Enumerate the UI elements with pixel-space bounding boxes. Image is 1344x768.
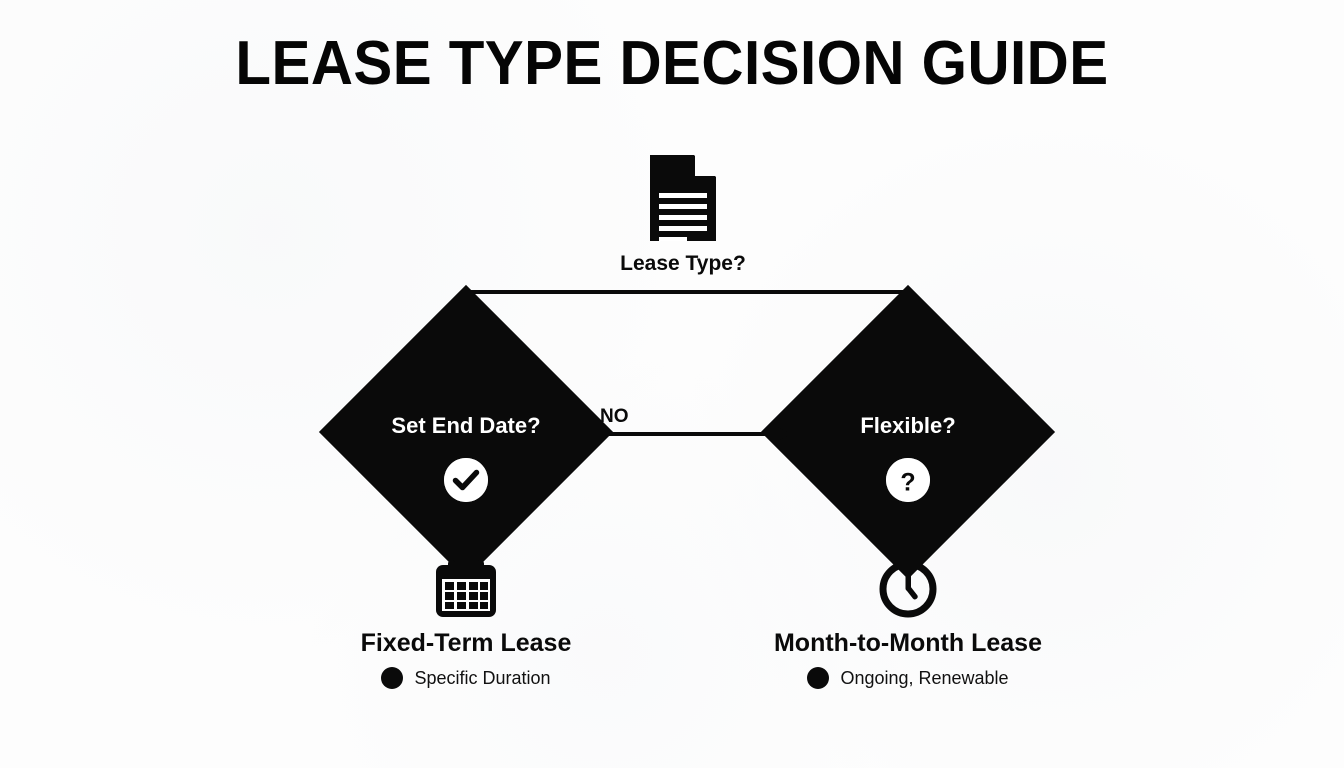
- check-circle-icon: [444, 458, 488, 502]
- outcome-right-title: Month-to-Month Lease: [773, 629, 1042, 657]
- no-edge-arrow: [588, 425, 796, 443]
- branch-connector: [455, 285, 925, 333]
- svg-text:?: ?: [900, 469, 915, 497]
- bullet-dot-icon: [807, 667, 830, 689]
- document-icon: [650, 155, 716, 241]
- clock-icon: [876, 560, 940, 618]
- decision-node-left[interactable]: Set End Date?: [318, 284, 614, 580]
- outcome-right-subtitle-row: Ongoing, Renewable: [698, 667, 1118, 689]
- outcome-left-subtitle: Specific Duration: [414, 668, 551, 688]
- decision-node-left-label: Set End Date?: [391, 413, 541, 438]
- outcome-left-title: Fixed-Term Lease: [360, 629, 572, 657]
- decision-node-right[interactable]: Flexible? ?: [760, 284, 1056, 580]
- root-node-label: Lease Type?: [620, 252, 746, 275]
- outcome-right: Month-to-Month Lease Ongoing, Renewable: [698, 560, 1118, 689]
- question-circle-icon: ?: [886, 458, 930, 502]
- outcome-right-subtitle: Ongoing, Renewable: [840, 668, 1009, 688]
- calendar-icon: [434, 560, 498, 618]
- bullet-dot-icon: [381, 667, 404, 689]
- no-edge-label: NO: [600, 406, 629, 427]
- decision-node-right-label: Flexible?: [860, 413, 956, 438]
- outcome-left-subtitle-row: Specific Duration: [256, 667, 676, 689]
- outcome-left: Fixed-Term Lease Specific Duration: [256, 560, 676, 689]
- page-title: LEASE TYPE DECISION GUIDE: [235, 29, 1109, 98]
